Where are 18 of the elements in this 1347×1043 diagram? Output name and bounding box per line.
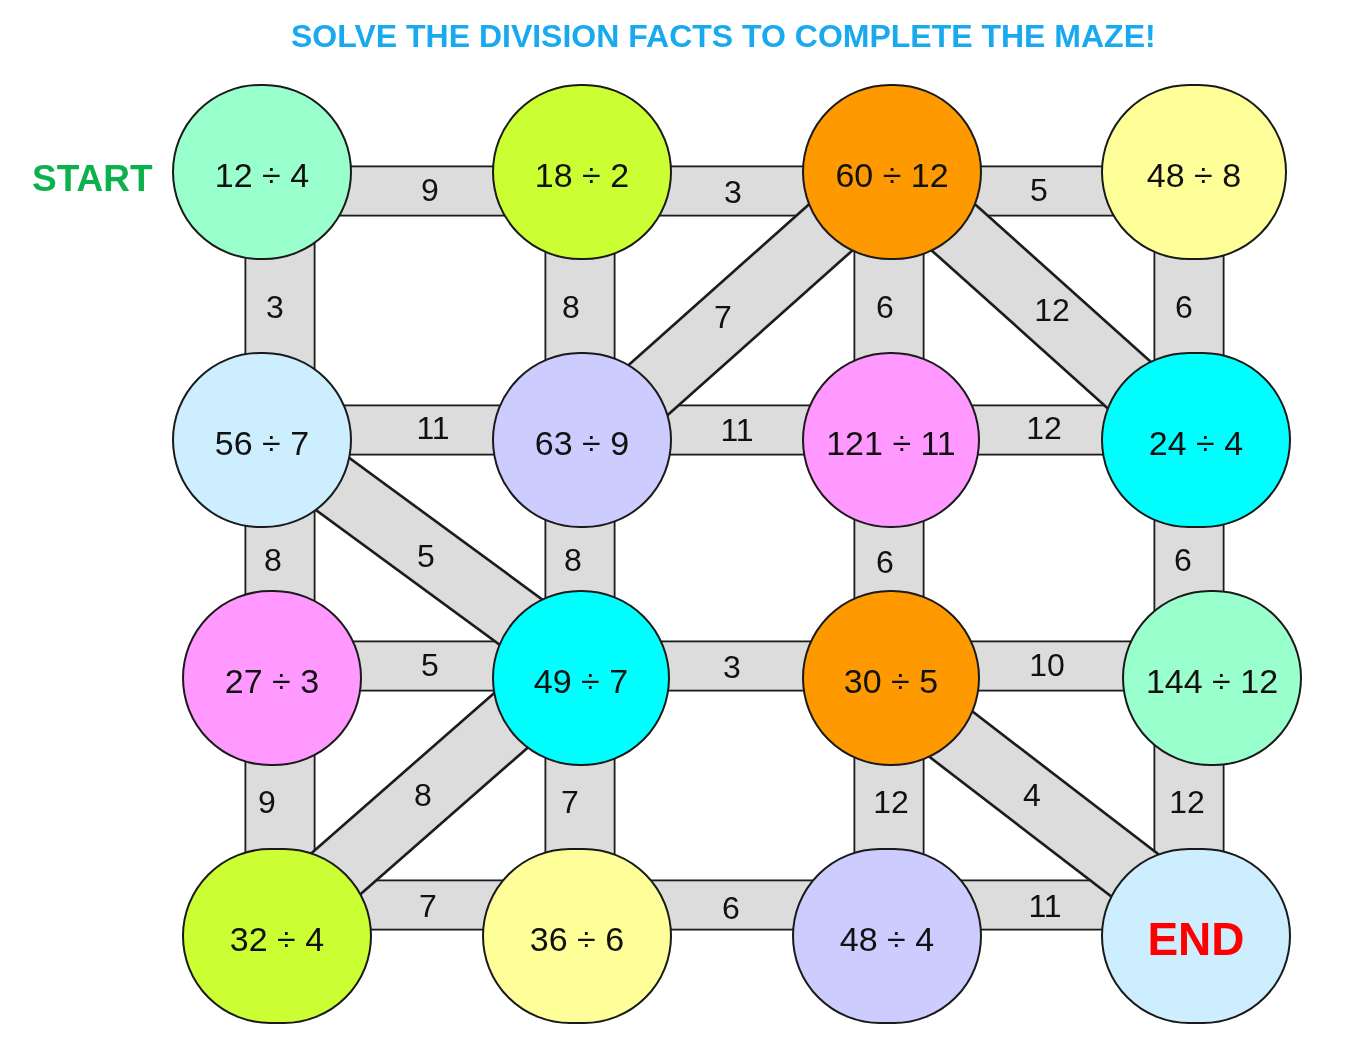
division-fact: 18 ÷ 2 (534, 156, 630, 194)
division-fact: 121 ÷ 11 (826, 424, 956, 462)
division-fact: 32 ÷ 4 (229, 920, 325, 958)
division-fact: 24 ÷ 4 (1148, 424, 1244, 462)
division-fact: 49 ÷ 7 (533, 662, 629, 700)
division-fact: 60 ÷ 12 (835, 156, 949, 194)
division-fact: 63 ÷ 9 (534, 424, 630, 462)
division-fact: 56 ÷ 7 (214, 424, 310, 462)
division-fact: 12 ÷ 4 (214, 156, 310, 194)
division-fact: 27 ÷ 3 (224, 662, 320, 700)
start-label: START (32, 158, 153, 200)
division-fact: 30 ÷ 5 (843, 662, 939, 700)
title: SOLVE THE DIVISION FACTS TO COMPLETE THE MAZE! (291, 17, 1156, 56)
division-fact: 144 ÷ 12 (1145, 662, 1279, 700)
division-fact: 36 ÷ 6 (529, 920, 625, 958)
end-label: END (1147, 914, 1245, 964)
division-fact: 48 ÷ 8 (1146, 156, 1242, 194)
division-fact: 48 ÷ 4 (839, 920, 935, 958)
